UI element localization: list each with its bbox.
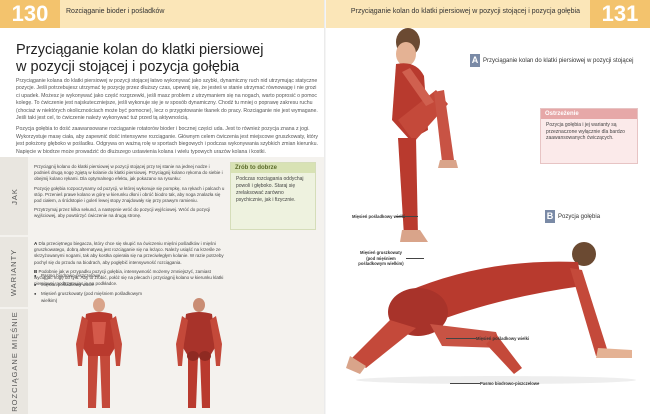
tab-how: JAK (0, 157, 28, 235)
how-paragraph-3: Przytrzymaj przez kilka sekund, a następ… (34, 207, 211, 219)
muscle-item: Pasmo biodrowo-piszczelowe (34, 273, 144, 279)
annotation-leader-line (446, 338, 476, 339)
right-header-bar (326, 0, 590, 28)
page-gutter (324, 0, 326, 414)
annotation-leader-line (450, 383, 480, 384)
tab-variants: WARIANTY (0, 237, 28, 307)
left-page-header: 130 Rozciąganie bioder i pośladków (0, 0, 324, 28)
tip-box: Zrób to dobrze Podczas rozciągania oddyc… (230, 162, 316, 230)
muscle-item: Mięsień gruszkowaty (pod mięśniem poślad… (34, 291, 144, 303)
variant-a-marker: A (34, 241, 38, 246)
standing-knee-figure (392, 28, 458, 242)
figure-a-letter: A (470, 54, 480, 67)
pigeon-pose-figure (346, 242, 636, 384)
variant-b-marker: B (34, 268, 38, 274)
tab-muscles: ROZCIĄGANE MIĘŚNIE (0, 309, 28, 414)
how-paragraph-1: Przyciągnij kolano do klatki piersiowej … (34, 164, 223, 182)
figure-b-label: B Pozycja gołębia (545, 210, 600, 223)
figure-b-letter: B (545, 210, 555, 223)
left-page-number: 130 (0, 0, 60, 28)
intro-paragraph-1: Przyciąganie kolana do klatki piersiowej… (16, 78, 318, 122)
left-running-title: Rozciąganie bioder i pośladków (66, 8, 165, 15)
right-page-header: Przyciąganie kolan do klatki piersiowej … (326, 0, 650, 28)
variant-a-text: Dla przeciętnego biegacza, który chce si… (34, 241, 224, 265)
figure-b-caption: Pozycja gołębia (558, 213, 601, 220)
how-paragraph-2: Pozycję gołębia rozpoczynamy od pozycji,… (34, 185, 225, 204)
annotation-itband: Pasmo biodrowo-piszczelowe (480, 381, 540, 386)
tip-header: Zrób to dobrze (231, 163, 315, 173)
right-running-title: Przyciąganie kolan do klatki piersiowej … (350, 8, 580, 15)
tip-body: Podczas rozciągania oddychaj powoli i gł… (236, 176, 304, 203)
muscle-item: Mięsień pośladkowy wielki (34, 282, 144, 288)
right-page-number: 131 (590, 0, 650, 28)
title-line-2: w pozycji stojącej i pozycja gołębia (16, 59, 240, 75)
warning-box: Ostrzeżenie Pozycja gołębia i jej warian… (540, 108, 638, 164)
figure-a-caption: Przyciąganie kolan do klatki piersiowej … (483, 57, 634, 64)
intro-paragraph-2: Pozycja gołębia to dość zaawansowane roz… (16, 126, 318, 155)
anatomy-back-figure (176, 298, 222, 408)
muscles-list: Pasmo biodrowo-piszczelowe Mięsień pośla… (34, 273, 144, 307)
annotation-leader-line (406, 258, 424, 259)
annotation-piriformis: Mięsień gruszkowaty (pod mięśniem poślad… (358, 250, 404, 266)
anatomy-front-figure (76, 298, 122, 408)
article-title: Przyciąganie kolan do klatki piersiowej … (16, 42, 316, 76)
how-section: Przyciągnij kolano do klatki piersiowej … (34, 164, 226, 223)
intro-text: Przyciąganie kolana do klatki piersiowej… (16, 78, 318, 160)
title-line-1: Przyciąganie kolan do klatki piersiowej (16, 42, 264, 58)
figure-a-label: A Przyciąganie kolan do klatki piersiowe… (470, 54, 633, 67)
annotation-glute-lower: Mięsień pośladkowy wielki (476, 336, 530, 341)
warning-body: Pozycja gołębia i jej warianty są przezn… (546, 122, 625, 142)
warning-header: Ostrzeżenie (541, 109, 637, 119)
variant-a: A Dla przeciętnego biegacza, który chce … (34, 241, 224, 266)
left-header-bar (60, 0, 324, 28)
annotation-leader-line (396, 216, 418, 217)
annotation-glute-upper: Mięsień pośladkowy wielki (352, 214, 406, 219)
